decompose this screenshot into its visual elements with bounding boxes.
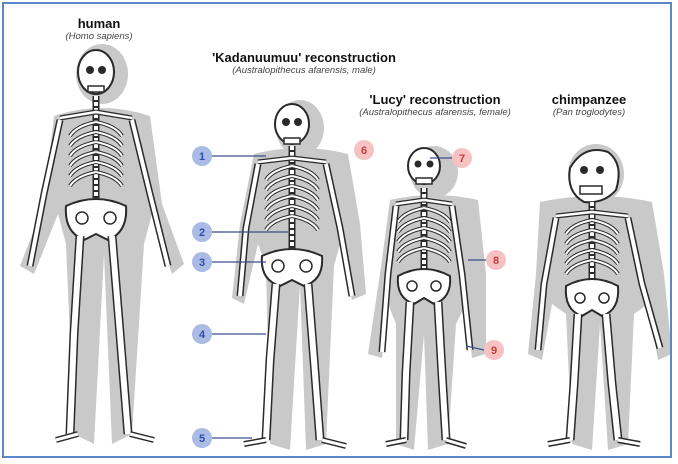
human-skeleton [20,44,184,444]
callout-4-number: 4 [199,329,206,341]
callout-8: 8 [486,250,506,270]
callout-1: 1 [192,146,212,166]
callout-1-number: 1 [199,151,205,163]
callout-3: 3 [192,252,212,272]
skeleton-illustration: 1 2 3 4 5 6 7 8 [4,4,672,458]
lucy-skeleton [368,146,486,450]
callout-3-number: 3 [199,257,205,269]
kadanuumuu-skeleton [232,100,366,450]
callout-7: 7 [452,148,472,168]
callout-5-number: 5 [199,433,205,445]
callout-6-number: 6 [361,145,367,157]
callout-8-number: 8 [493,255,499,267]
callout-2-number: 2 [199,227,205,239]
callout-9: 9 [484,340,504,360]
callout-9-number: 9 [491,345,497,357]
callout-6: 6 [354,140,374,160]
callout-5: 5 [192,428,212,448]
chimp-skeleton [528,144,672,450]
callout-7-number: 7 [459,153,465,165]
callout-2: 2 [192,222,212,242]
diagram-frame: human (Homo sapiens) 'Kadanuumuu' recons… [2,2,672,458]
callout-4: 4 [192,324,212,344]
